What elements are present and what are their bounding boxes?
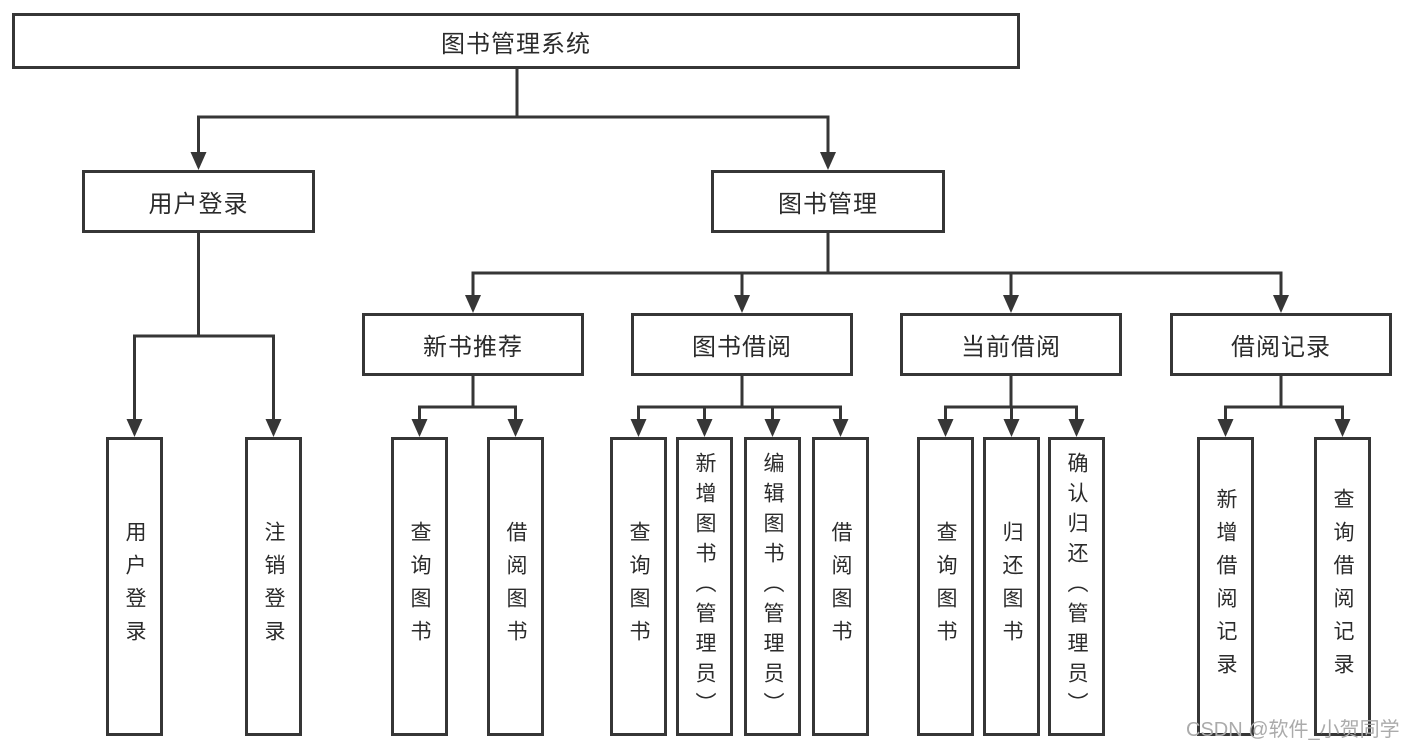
connector-borrow-to-leaves xyxy=(637,376,842,420)
arrow-down-icon xyxy=(1334,419,1351,437)
leaf-user-login: 用户登录 xyxy=(106,437,163,736)
leaf-borrow-books-recommend: 借阅图书 xyxy=(487,437,544,736)
arrow-down-icon xyxy=(507,419,524,437)
arrow-down-icon xyxy=(1003,295,1019,313)
leaf-label: 用户登录 xyxy=(123,520,146,653)
node-current-borrowing: 当前借阅 xyxy=(900,313,1122,376)
arrow-down-icon xyxy=(696,419,713,437)
arrow-down-icon xyxy=(465,295,481,313)
arrow-down-icon xyxy=(734,295,750,313)
arrow-down-icon xyxy=(820,152,836,170)
leaf-label: 查询借阅记录 xyxy=(1331,487,1354,686)
connector-bookmgmt-to-level3 xyxy=(471,233,1283,296)
leaf-add-borrow-record: 新增借阅记录 xyxy=(1197,437,1254,736)
leaf-label: 查询图书 xyxy=(627,520,650,653)
node-label: 借阅记录 xyxy=(1231,334,1331,361)
arrow-down-icon xyxy=(937,419,954,437)
arrow-down-icon xyxy=(1273,295,1289,313)
leaf-label: 编辑图书（管理员） xyxy=(761,451,784,722)
arrow-down-icon xyxy=(832,419,849,437)
node-user-login: 用户登录 xyxy=(82,170,315,233)
leaf-label: 注销登录 xyxy=(262,520,285,653)
leaf-logout: 注销登录 xyxy=(245,437,302,736)
leaf-confirm-return-admin: 确认归还（管理员） xyxy=(1048,437,1105,736)
node-borrow-records: 借阅记录 xyxy=(1170,313,1392,376)
node-new-book-recommend: 新书推荐 xyxy=(362,313,584,376)
arrow-down-icon xyxy=(764,419,781,437)
connector-current-to-leaves xyxy=(944,376,1078,420)
node-book-management: 图书管理 xyxy=(711,170,945,233)
leaf-label: 借阅图书 xyxy=(829,520,852,653)
leaf-borrow-books: 借阅图书 xyxy=(812,437,869,736)
leaf-edit-books-admin: 编辑图书（管理员） xyxy=(744,437,801,736)
arrow-down-icon xyxy=(1068,419,1085,437)
node-label: 图书管理 xyxy=(778,191,878,218)
leaf-label: 新增图书（管理员） xyxy=(693,451,716,722)
leaf-query-books-recommend: 查询图书 xyxy=(391,437,448,736)
leaf-query-books-borrow: 查询图书 xyxy=(610,437,667,736)
leaf-label: 归还图书 xyxy=(1000,520,1023,653)
node-label: 当前借阅 xyxy=(961,334,1061,361)
arrow-down-icon xyxy=(411,419,428,437)
node-label: 图书管理系统 xyxy=(441,30,591,58)
csdn-watermark: CSDN @软件_小贺同学 xyxy=(1186,719,1400,741)
leaf-label: 查询图书 xyxy=(934,520,957,653)
leaf-label: 确认归还（管理员） xyxy=(1065,451,1088,722)
node-label: 图书借阅 xyxy=(692,334,792,361)
arrow-down-icon xyxy=(1217,419,1234,437)
connector-recommend-to-leaves xyxy=(418,376,517,420)
arrow-down-icon xyxy=(1003,419,1020,437)
arrow-down-icon xyxy=(265,419,282,437)
node-label: 用户登录 xyxy=(148,191,249,218)
leaf-return-books: 归还图书 xyxy=(983,437,1040,736)
leaf-label: 借阅图书 xyxy=(504,520,527,653)
arrow-down-icon xyxy=(190,152,207,170)
node-root-library-system: 图书管理系统 xyxy=(12,13,1020,69)
leaf-add-books-admin: 新增图书（管理员） xyxy=(676,437,733,736)
connector-records-to-leaves xyxy=(1224,376,1344,420)
leaf-label: 新增借阅记录 xyxy=(1214,487,1237,686)
leaf-label: 查询图书 xyxy=(408,520,431,653)
leaf-query-borrow-record: 查询借阅记录 xyxy=(1314,437,1371,736)
arrow-down-icon xyxy=(126,419,143,437)
connector-root-to-level2 xyxy=(197,69,830,153)
node-label: 新书推荐 xyxy=(423,334,523,361)
node-book-borrowing: 图书借阅 xyxy=(631,313,853,376)
connector-userlogin-to-leaves xyxy=(133,233,275,420)
leaf-query-books-current: 查询图书 xyxy=(917,437,974,736)
arrow-down-icon xyxy=(630,419,647,437)
